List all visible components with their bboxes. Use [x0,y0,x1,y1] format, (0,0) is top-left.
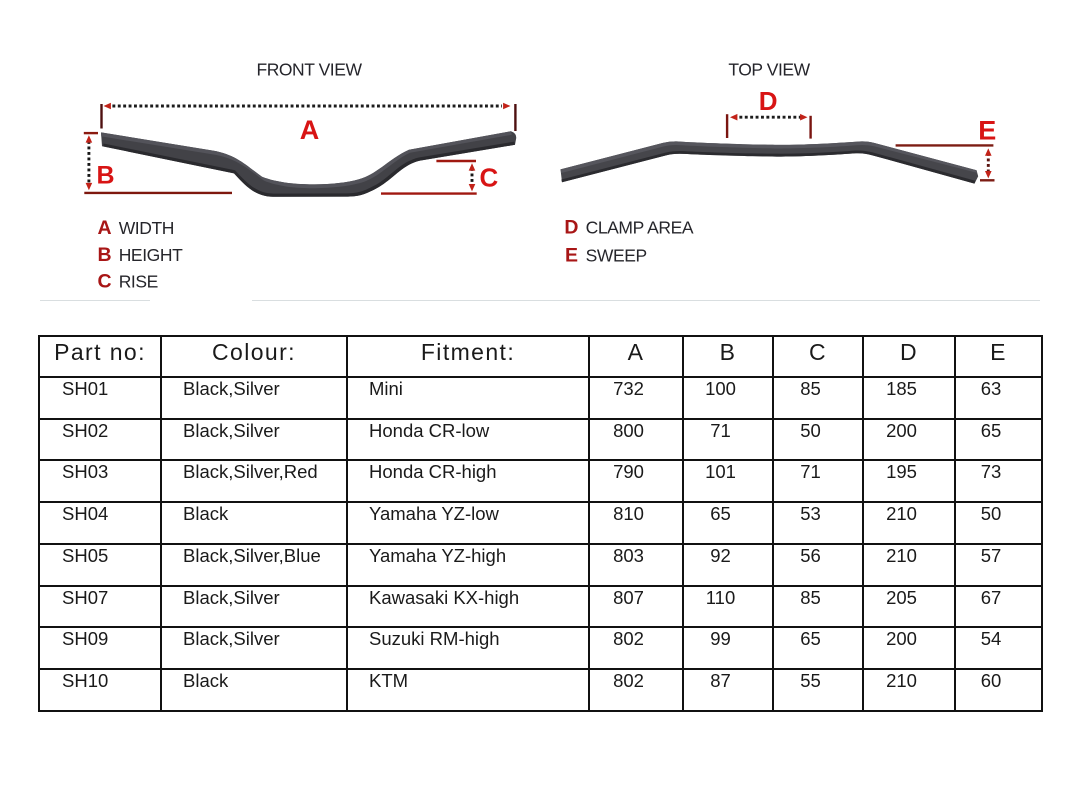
svg-text:SWEEP: SWEEP [586,246,647,266]
svg-text:WIDTH: WIDTH [119,218,174,238]
svg-text:RISE: RISE [119,271,158,291]
svg-text:C: C [98,270,112,292]
svg-text:D: D [564,216,578,238]
svg-text:B: B [97,161,115,189]
svg-text:CLAMP AREA: CLAMP AREA [586,217,694,237]
svg-text:E: E [978,115,996,145]
svg-text:A: A [300,115,320,145]
svg-text:HEIGHT: HEIGHT [119,245,183,265]
svg-text:TOP VIEW: TOP VIEW [728,60,810,80]
svg-text:FRONT VIEW: FRONT VIEW [256,60,362,80]
svg-text:D: D [759,86,778,116]
svg-text:E: E [565,245,578,267]
svg-text:C: C [480,162,499,192]
svg-text:B: B [98,244,112,266]
svg-text:A: A [98,217,112,239]
